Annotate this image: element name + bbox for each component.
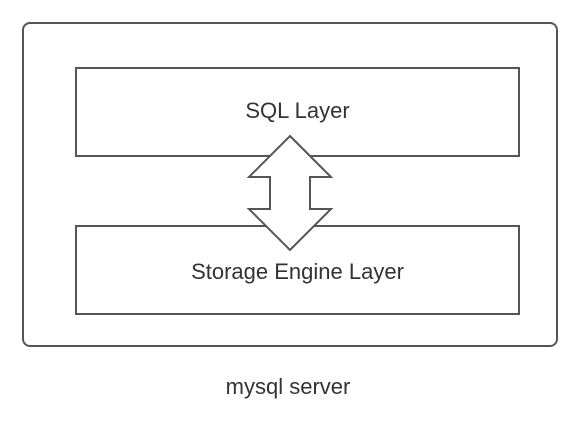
diagram-caption: mysql server [225,374,351,399]
storage-engine-layer-label: Storage Engine Layer [191,259,404,284]
sql-layer-box: SQL Layer [75,67,520,157]
sql-layer-label: SQL Layer [245,98,350,123]
storage-engine-layer-box: Storage Engine Layer [75,225,520,315]
